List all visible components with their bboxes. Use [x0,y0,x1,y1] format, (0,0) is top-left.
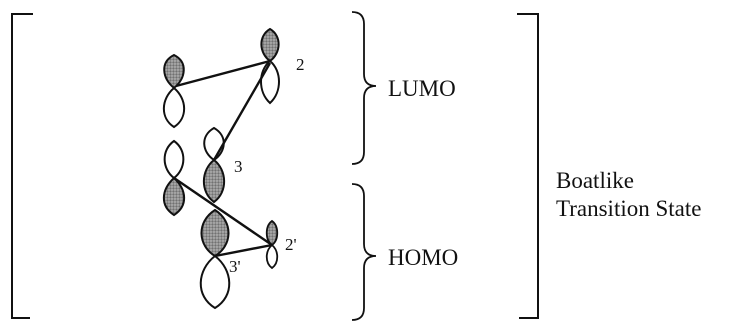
bond-lines [173,59,273,258]
homo-orbital-3-prime [199,208,231,310]
outer-bracket-left [11,13,33,319]
atom-label-3-prime: 3' [229,257,241,276]
homo-label: HOMO [388,245,458,270]
outer-bracket-right [517,13,539,319]
homo-orbital-left [162,139,186,217]
transition-state-label-line1: Boatlike [556,168,634,193]
lumo-orbital-2 [260,27,280,105]
atom-label-2: 2 [296,55,305,74]
homo-brace [351,183,377,321]
lumo-orbital-left [162,53,186,129]
lumo-orbital-3 [202,126,226,204]
lumo-label: LUMO [388,76,456,101]
lumo-brace [351,11,377,165]
transition-state-label-line2: Transition State [556,196,701,221]
atom-label-2-prime: 2' [285,235,297,254]
homo-orbital-2-prime [265,219,279,270]
atom-label-3: 3 [234,157,243,176]
